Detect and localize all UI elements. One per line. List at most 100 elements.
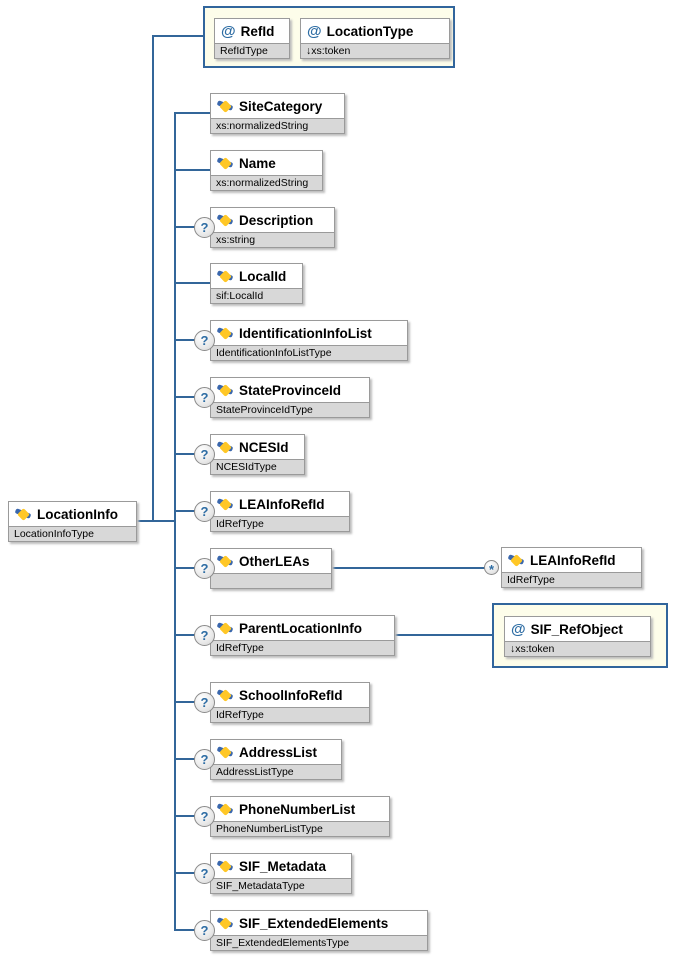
attribute-type: ↓xs:token	[505, 641, 650, 656]
element-icon	[217, 327, 234, 340]
element-type: IdRefType	[211, 707, 369, 722]
element-icon	[217, 384, 234, 397]
node-addresslist[interactable]: AddressList AddressListType	[210, 739, 342, 780]
connector-line	[174, 872, 211, 874]
element-type: SIF_MetadataType	[211, 878, 351, 893]
optional-badge: ?	[194, 558, 215, 579]
element-icon	[217, 270, 234, 283]
element-name: LEAInfoRefId	[530, 552, 616, 568]
optional-badge: ?	[194, 920, 215, 941]
element-type: PhoneNumberListType	[211, 821, 389, 836]
connector-line	[332, 567, 485, 569]
element-name: Description	[239, 212, 314, 228]
element-type: SIF_ExtendedElementsType	[211, 935, 427, 950]
element-type	[211, 573, 331, 588]
connector-line	[174, 339, 211, 341]
node-description[interactable]: Description xs:string	[210, 207, 335, 248]
element-name: SIF_Metadata	[239, 858, 327, 874]
connector-line	[174, 282, 211, 284]
connector-line	[174, 701, 211, 703]
element-name: IdentificationInfoList	[239, 325, 372, 341]
node-sif-extendedelements[interactable]: SIF_ExtendedElements SIF_ExtendedElement…	[210, 910, 428, 951]
optional-badge: ?	[194, 625, 215, 646]
connector-line	[174, 112, 176, 931]
optional-badge: ?	[194, 806, 215, 827]
attribute-name: SIF_RefObject	[530, 621, 623, 637]
element-icon	[217, 860, 234, 873]
connector-line	[174, 758, 211, 760]
element-type: xs:normalizedString	[211, 175, 322, 190]
node-stateprovinceid[interactable]: StateProvinceId StateProvinceIdType	[210, 377, 370, 418]
node-refid-attribute[interactable]: @RefId RefIdType	[214, 18, 290, 59]
element-type: StateProvinceIdType	[211, 402, 369, 417]
connector-line	[135, 520, 175, 522]
element-name: LEAInfoRefId	[239, 496, 325, 512]
node-otherleas[interactable]: OtherLEAs	[210, 548, 332, 589]
element-icon	[217, 157, 234, 170]
node-parentlocationinfo[interactable]: ParentLocationInfo IdRefType	[210, 615, 395, 656]
repeating-badge: *	[484, 560, 499, 577]
element-name: OtherLEAs	[239, 553, 310, 569]
optional-badge: ?	[194, 501, 215, 522]
element-name: PhoneNumberList	[239, 801, 356, 817]
node-identificationinfolist[interactable]: IdentificationInfoList IdentificationInf…	[210, 320, 408, 361]
connector-line	[174, 396, 211, 398]
element-type: xs:string	[211, 232, 334, 247]
element-type: sif:LocalId	[211, 288, 302, 303]
node-sitecategory[interactable]: SiteCategory xs:normalizedString	[210, 93, 345, 134]
connector-line	[152, 35, 203, 37]
node-sif-refobject-attribute[interactable]: @SIF_RefObject ↓xs:token	[504, 616, 651, 657]
element-name: SchoolInfoRefId	[239, 687, 343, 703]
element-icon	[15, 508, 32, 521]
connector-line	[174, 567, 211, 569]
node-localid[interactable]: LocalId sif:LocalId	[210, 263, 303, 304]
connector-line	[174, 226, 211, 228]
element-name: SIF_ExtendedElements	[239, 915, 389, 931]
optional-badge: ?	[194, 444, 215, 465]
node-schoolinforefid[interactable]: SchoolInfoRefId IdRefType	[210, 682, 370, 723]
optional-badge: ?	[194, 217, 215, 238]
connector-line	[174, 815, 211, 817]
element-type: IdentificationInfoListType	[211, 345, 407, 360]
node-locationtype-attribute[interactable]: @LocationType ↓xs:token	[300, 18, 450, 59]
attribute-type: RefIdType	[215, 43, 289, 58]
attribute-icon: @	[221, 22, 236, 40]
element-type: LocationInfoType	[9, 526, 136, 541]
attribute-name: RefId	[240, 23, 275, 39]
node-otherleas-leainforefid[interactable]: LEAInfoRefId IdRefType	[501, 547, 642, 588]
connector-line	[174, 453, 211, 455]
attribute-icon: @	[307, 22, 322, 40]
element-icon	[217, 214, 234, 227]
element-icon	[217, 746, 234, 759]
connector-line	[174, 169, 211, 171]
optional-badge: ?	[194, 749, 215, 770]
optional-badge: ?	[194, 692, 215, 713]
element-name: NCESId	[239, 439, 289, 455]
node-name[interactable]: Name xs:normalizedString	[210, 150, 323, 191]
node-phonenumberlist[interactable]: PhoneNumberList PhoneNumberListType	[210, 796, 390, 837]
element-name: StateProvinceId	[239, 382, 342, 398]
element-type: IdRefType	[211, 516, 349, 531]
node-ncesid[interactable]: NCESId NCESIdType	[210, 434, 305, 475]
attribute-icon: @	[511, 620, 526, 638]
element-icon	[217, 100, 234, 113]
element-type: AddressListType	[211, 764, 341, 779]
node-leainforefid[interactable]: LEAInfoRefId IdRefType	[210, 491, 350, 532]
element-icon	[217, 555, 234, 568]
attribute-group-frame: @RefId RefIdType @LocationType ↓xs:token	[203, 6, 455, 68]
element-name: SiteCategory	[239, 98, 323, 114]
element-name: AddressList	[239, 744, 318, 760]
connector-line	[174, 634, 211, 636]
connector-line	[395, 634, 492, 636]
element-icon	[217, 498, 234, 511]
element-icon	[217, 803, 234, 816]
element-name: Name	[239, 155, 276, 171]
element-icon	[508, 554, 525, 567]
node-locationinfo-root[interactable]: LocationInfo LocationInfoType	[8, 501, 137, 542]
element-icon	[217, 689, 234, 702]
node-sif-metadata[interactable]: SIF_Metadata SIF_MetadataType	[210, 853, 352, 894]
element-name: LocationInfo	[37, 506, 118, 522]
element-icon	[217, 622, 234, 635]
attribute-group-frame: @SIF_RefObject ↓xs:token	[492, 603, 668, 668]
